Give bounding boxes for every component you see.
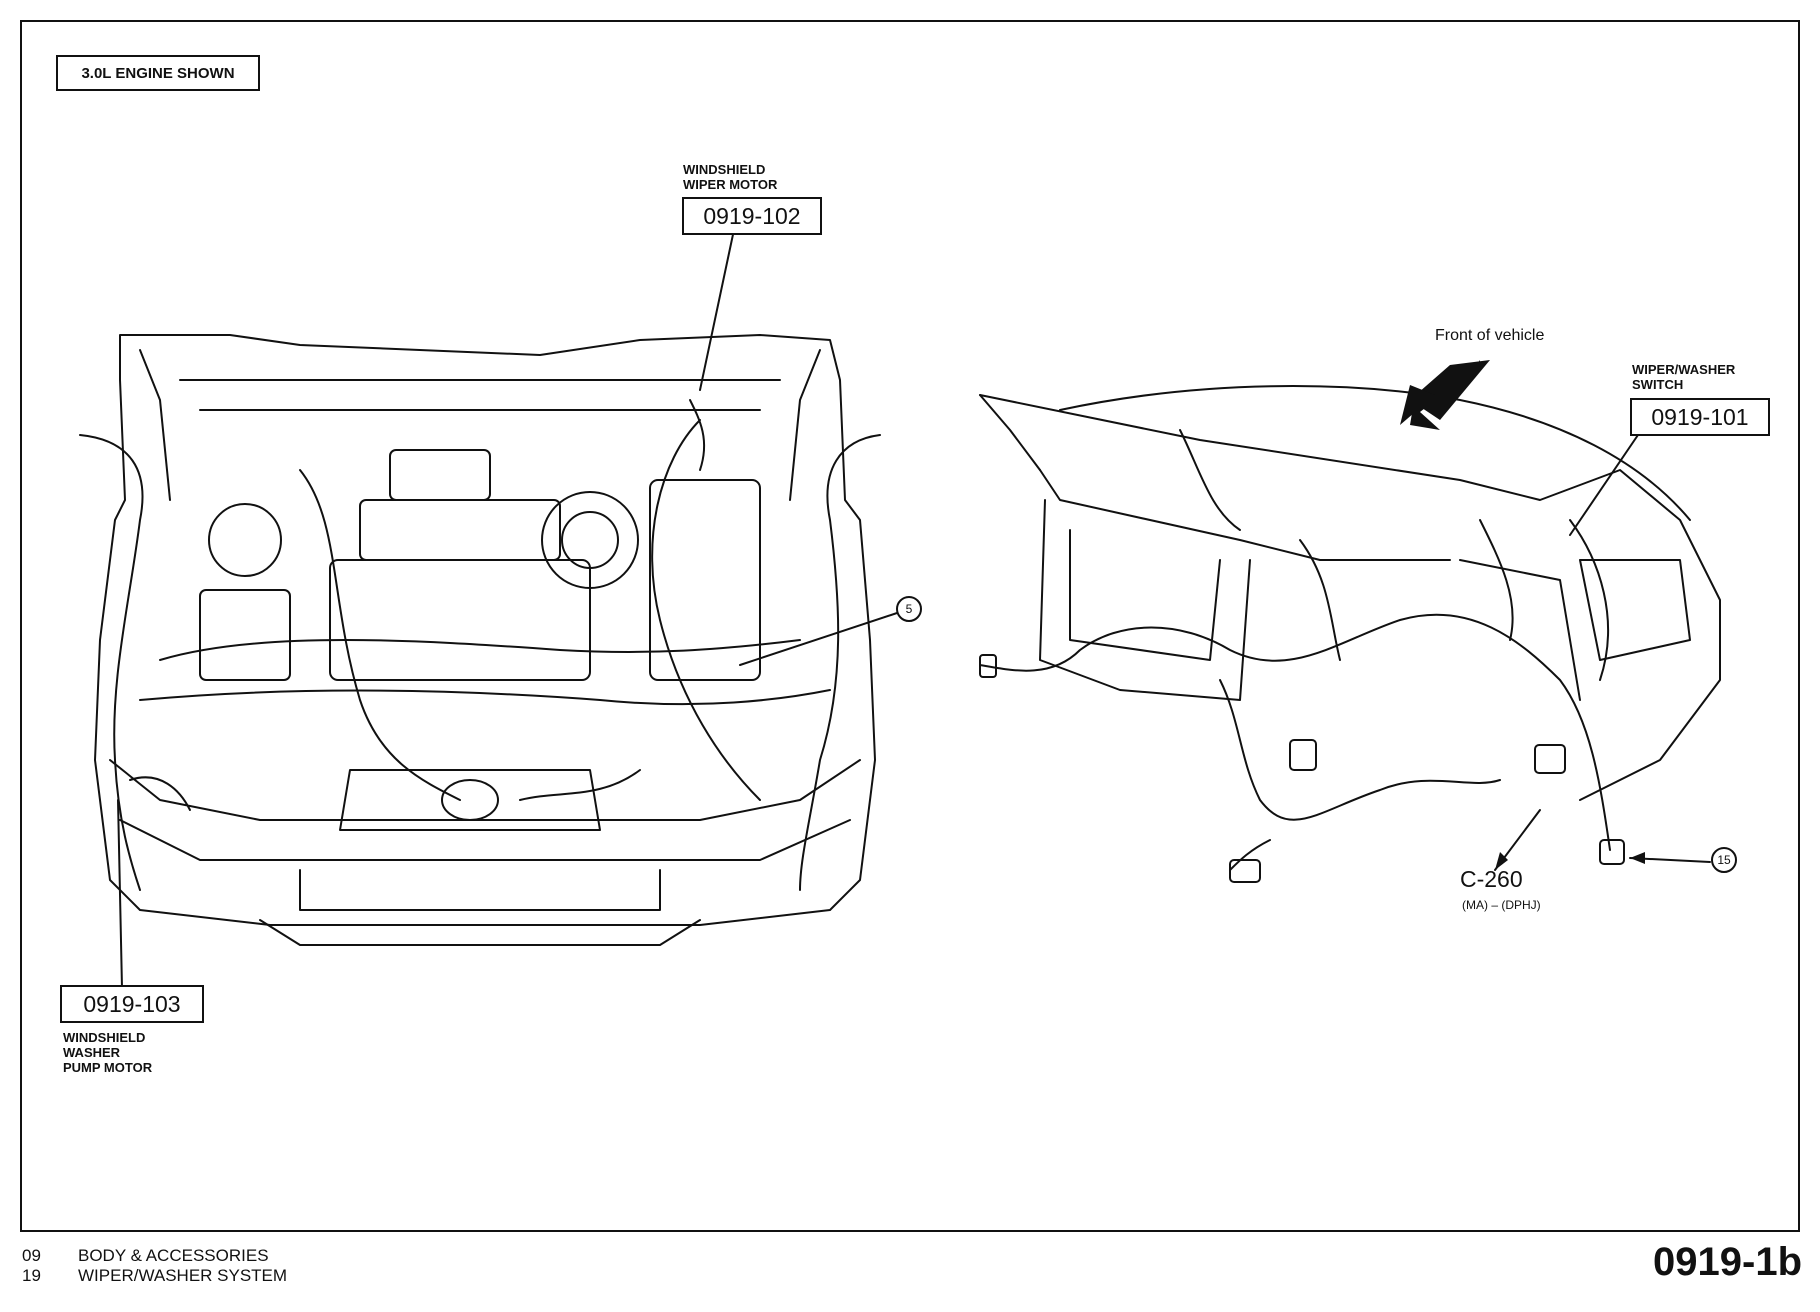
connector-detail: (MA) – (DPHJ) (1462, 898, 1541, 912)
washer-pump-ref[interactable]: 0919-103 (60, 985, 204, 1023)
wiper-motor-ref[interactable]: 0919-102 (682, 197, 822, 235)
callout-15: 15 (1711, 847, 1737, 873)
footer-section-text: BODY & ACCESSORIES (78, 1246, 269, 1265)
footer-subsection-num: 19 (22, 1266, 41, 1285)
wiper-switch-label: WIPER/WASHER SWITCH (1632, 362, 1736, 392)
engine-bay-drawing (79, 334, 881, 946)
engine-note: 3.0L ENGINE SHOWN (56, 55, 260, 91)
page-id: 0919-1b (1653, 1240, 1802, 1284)
instrument-panel-drawing (979, 385, 1721, 883)
wiper-motor-label: WINDSHIELD WIPER MOTOR (683, 162, 778, 192)
footer-subsection-text: WIPER/WASHER SYSTEM (78, 1266, 288, 1285)
wiper-switch-ref[interactable]: 0919-101 (1630, 398, 1770, 436)
callout-5: 5 (896, 596, 922, 622)
diagram-frame (20, 20, 1800, 1232)
footer-section-num: 09 (22, 1246, 41, 1265)
front-of-vehicle-label: Front of vehicle (1435, 327, 1545, 344)
connector-id[interactable]: C-260 (1460, 866, 1523, 892)
washer-pump-label: WINDSHIELD WASHER PUMP MOTOR (63, 1030, 153, 1075)
